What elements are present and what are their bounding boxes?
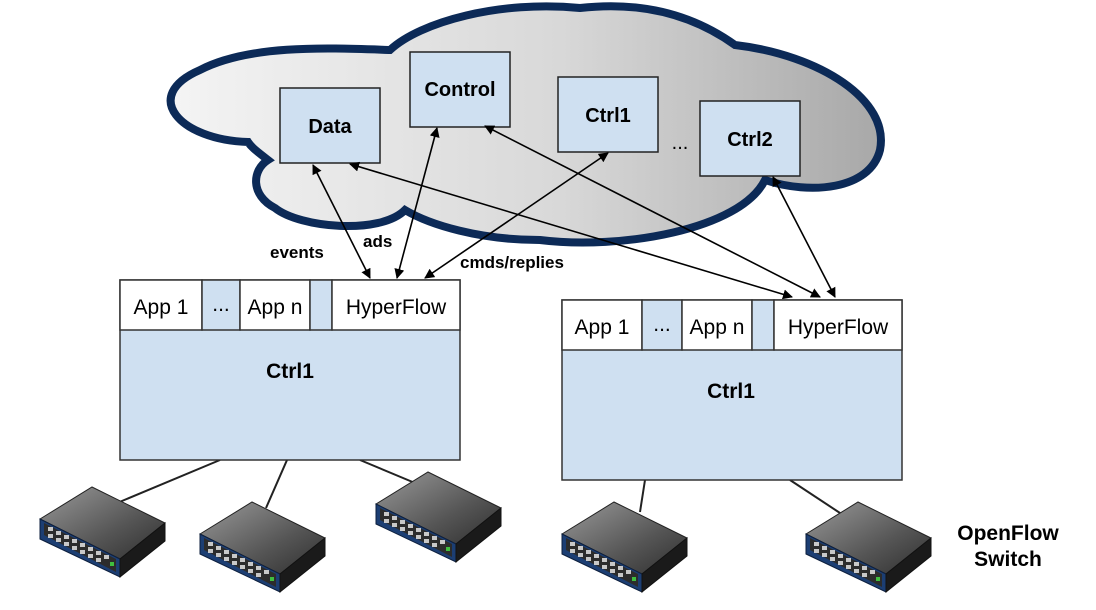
data-box: Data: [279, 87, 381, 164]
ctrl1-cloud-box: Ctrl1: [557, 76, 659, 153]
switch-icon: [805, 501, 932, 593]
switch-icon: [39, 486, 166, 578]
switch-links: [109, 459, 841, 514]
controller-left: App 1 ... App n HyperFlow Ctrl1: [119, 279, 461, 461]
ctrl2-cloud-box: Ctrl2: [699, 100, 801, 177]
left-hyperflow-label: HyperFlow: [346, 296, 447, 319]
left-app1-label: App 1: [134, 296, 189, 319]
legend-openflow-label: OpenFlow: [957, 522, 1059, 545]
events-label: events: [270, 243, 324, 262]
right-app-ellipsis: ...: [653, 313, 671, 336]
arrow-ctrl2-right: [772, 176, 836, 298]
controller-right: App 1 ... App n HyperFlow Ctrl1: [561, 299, 903, 481]
switch-icon: [561, 501, 688, 593]
left-controller-name: Ctrl1: [266, 360, 314, 383]
switch-icon: [199, 501, 326, 593]
right-app1-label: App 1: [575, 316, 630, 339]
left-app-ellipsis: ...: [212, 293, 230, 316]
data-label: Data: [308, 116, 352, 138]
cloud-ellipsis: ...: [672, 132, 689, 154]
ctrl2-cloud-label: Ctrl2: [727, 129, 773, 151]
ctrl1-cloud-label: Ctrl1: [585, 105, 631, 127]
right-hyperflow-label: HyperFlow: [788, 316, 889, 339]
message-arrows: [312, 125, 836, 300]
switch-icon: [375, 471, 502, 563]
ads-label: ads: [363, 232, 392, 251]
legend-switch-label: Switch: [974, 548, 1042, 571]
right-appn-label: App n: [690, 316, 745, 339]
right-controller-name: Ctrl1: [707, 380, 755, 403]
arrow-control-right: [484, 125, 821, 298]
control-label: Control: [424, 79, 495, 101]
cmds-replies-label: cmds/replies: [460, 253, 564, 272]
left-appn-label: App n: [248, 296, 303, 319]
control-box: Control: [409, 51, 511, 128]
